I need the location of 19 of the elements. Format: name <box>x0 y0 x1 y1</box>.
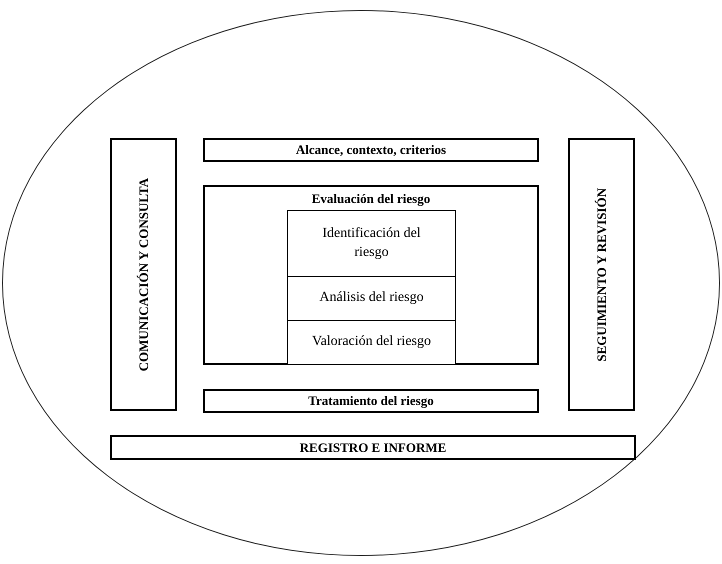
node-text: REGISTRO E INFORME <box>300 440 446 456</box>
process-box <box>568 138 635 411</box>
node-text: Alcance, contexto, criterios <box>296 142 446 158</box>
process-box <box>287 320 456 365</box>
node-text: COMUNICACIÓN Y CONSULTA <box>136 178 152 372</box>
node-text: Análisis del riesgo <box>319 289 424 308</box>
process-box <box>203 138 539 162</box>
process-box <box>110 435 636 460</box>
process-box <box>203 185 539 365</box>
node-text: Tratamiento del riesgo <box>308 393 434 409</box>
node-text: Identificación del riesgo <box>321 224 422 262</box>
node-text: Valoración del riesgo <box>312 333 431 352</box>
process-box <box>287 276 456 321</box>
process-box <box>287 210 456 277</box>
node-text: SEGUIMIENTO Y REVISIÓN <box>594 188 610 362</box>
process-box <box>203 389 539 413</box>
node-text: Evaluación del riesgo <box>312 191 430 207</box>
process-box <box>110 138 177 411</box>
ellipse-outline <box>2 10 720 556</box>
